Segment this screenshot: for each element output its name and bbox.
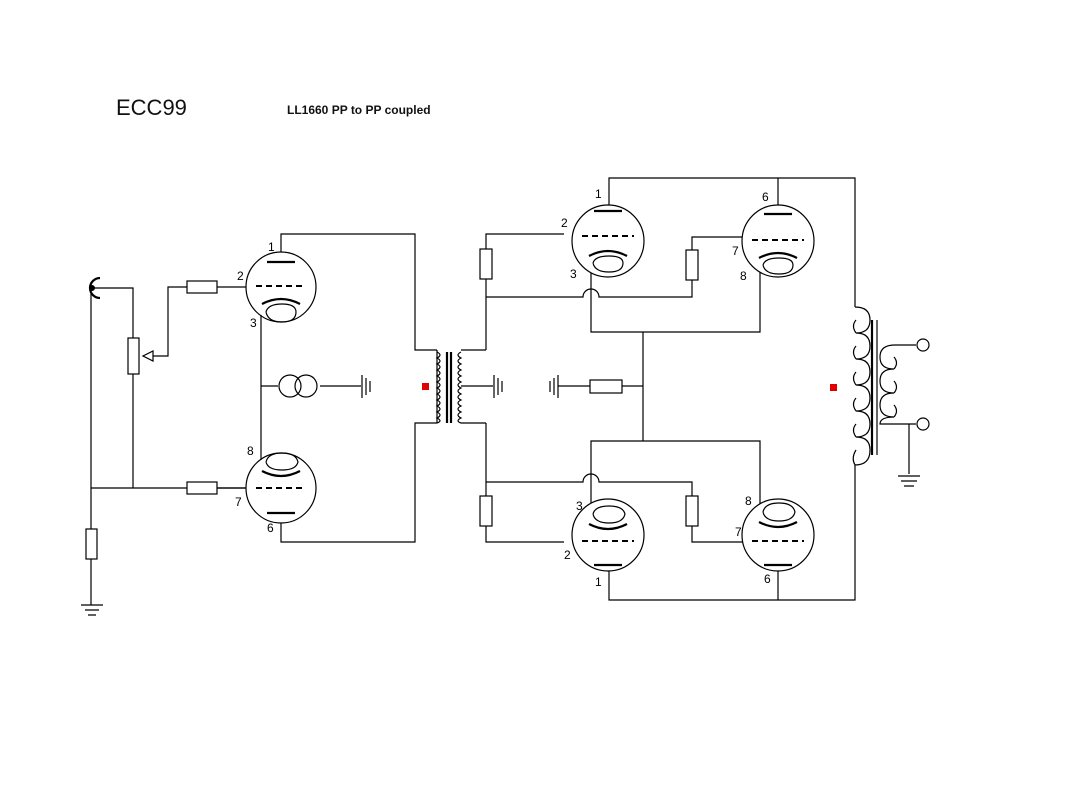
- wiper-arrow-icon: [141, 350, 154, 362]
- pin-label: 1: [595, 187, 602, 201]
- pin-label: 6: [267, 521, 274, 535]
- secondary-top-wire: [485, 233, 564, 350]
- bottom-plate-wire: [608, 465, 856, 601]
- triode-lower-right-icon: [741, 498, 815, 572]
- pin-label: 6: [764, 572, 771, 586]
- triode-upper-right-icon: [741, 204, 815, 278]
- pin-label: 2: [564, 548, 571, 562]
- ground-icon: [493, 375, 503, 398]
- triode-upper-left-icon: [571, 204, 645, 278]
- pin-label: 8: [740, 269, 747, 283]
- resistor-icon: [685, 249, 699, 281]
- anode-bottom-wire: [280, 422, 437, 543]
- pin-label: 3: [570, 267, 577, 281]
- diagram-title: ECC99: [116, 95, 187, 120]
- cathode-wire: [260, 315, 361, 460]
- resistor-icon: [685, 495, 699, 527]
- output-transformer-icon: [852, 306, 916, 474]
- pin-label: 8: [247, 444, 254, 458]
- pin-label: 6: [762, 190, 769, 204]
- ground-icon: [549, 375, 559, 398]
- pin-label: 8: [745, 494, 752, 508]
- top-bias-wire: [486, 236, 743, 298]
- pin-label: 2: [561, 216, 568, 230]
- pin-label: 1: [595, 575, 602, 589]
- triode-lower-left-icon: [571, 498, 645, 572]
- current-source-icon: [278, 374, 318, 398]
- output-terminal-icon: [916, 417, 930, 431]
- pin-label: 2: [237, 269, 244, 283]
- resistor-icon: [479, 495, 493, 527]
- potentiometer-icon: [127, 337, 140, 375]
- bottom-bias-wire: [486, 473, 743, 543]
- resistor-icon: [589, 379, 623, 394]
- ground-icon: [361, 375, 371, 398]
- secondary-bottom-wire: [485, 423, 564, 543]
- top-plate-wire: [608, 177, 856, 307]
- output-terminal-icon: [916, 338, 930, 352]
- triode-input-top-icon: [245, 251, 317, 323]
- anode-top-wire: [280, 233, 437, 351]
- ground-icon: [81, 604, 103, 616]
- ground-icon: [898, 475, 920, 487]
- pin-label: 3: [250, 316, 257, 330]
- center-tap-marker-icon: [422, 383, 429, 390]
- center-tap-marker-icon: [830, 384, 837, 391]
- input-wires: [90, 287, 261, 605]
- pin-label: 7: [735, 525, 742, 539]
- grid-resistor-top-icon: [186, 280, 218, 294]
- grid-leak-resistor-icon: [85, 528, 98, 560]
- pin-label: 1: [268, 240, 275, 254]
- interstage-transformer-icon: [435, 349, 493, 424]
- triode-input-bottom-icon: [245, 452, 317, 524]
- pin-label: 3: [576, 499, 583, 513]
- resistor-icon: [479, 248, 493, 280]
- pin-label: 7: [235, 495, 242, 509]
- pin-label: 7: [732, 244, 739, 258]
- diagram-subtitle: LL1660 PP to PP coupled: [287, 103, 431, 117]
- wiper-wire: [143, 286, 187, 357]
- grid-resistor-bottom-icon: [186, 481, 218, 495]
